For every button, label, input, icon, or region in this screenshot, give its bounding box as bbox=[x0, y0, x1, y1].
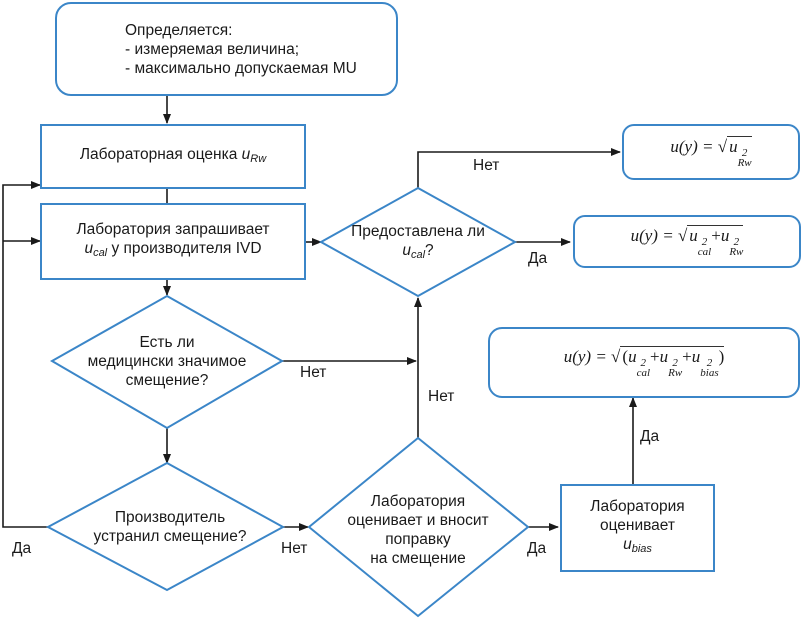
formula-2-sup-2: 2 bbox=[733, 236, 740, 248]
lab-estimate-sub: Rw bbox=[250, 152, 267, 165]
formula-1-lhs: u(y) = bbox=[670, 136, 714, 156]
formula-3-plus-1: + bbox=[650, 347, 660, 366]
formula-3-sub-3: bias bbox=[700, 367, 719, 379]
bias-line-1: Есть ли bbox=[139, 333, 195, 351]
bias-line-3: смещение? bbox=[125, 371, 209, 389]
correction-line-4: на смещение bbox=[370, 550, 466, 567]
lab-request-sub: cal bbox=[93, 247, 108, 259]
formula-2-sup-1: 2 bbox=[701, 236, 708, 248]
edge-manufacturer-yes bbox=[2, 181, 48, 528]
start-line-1: Определяется: bbox=[125, 21, 233, 39]
correction-line-1: Лаборатория bbox=[370, 493, 466, 510]
correction-line-2: оценивает и вносит bbox=[347, 512, 489, 529]
lab-estimate-box: Лабораторная оценка uRw bbox=[40, 124, 306, 189]
start-line-3: - максимально допускаемая MU bbox=[125, 59, 357, 77]
correction-line-3: поправку bbox=[385, 531, 451, 548]
label-manufacturer-no: Нет bbox=[281, 540, 308, 557]
formula-3-sup-1: 2 bbox=[640, 357, 647, 369]
label-correct-no: Нет bbox=[428, 388, 455, 405]
start-line-2: - измеряемая величина; bbox=[125, 40, 300, 58]
lab-bias-box: Лаборатория оценивает ubias bbox=[560, 484, 715, 572]
bias-decision: Есть ли медицински значимое смещение? bbox=[62, 328, 272, 394]
formula-2-plus: + bbox=[711, 226, 721, 245]
label-provided-no: Нет bbox=[473, 157, 500, 174]
manufacturer-line-1: Производитель bbox=[114, 509, 226, 526]
formula-2-sub-2: Rw bbox=[729, 246, 744, 258]
lab-bias-line-1: Лаборатория bbox=[590, 498, 685, 515]
provided-decision: Предоставлена ли ucal? bbox=[335, 220, 501, 266]
lab-estimate-text: Лабораторная оценка bbox=[79, 145, 238, 163]
decision-bias-shape bbox=[49, 294, 285, 430]
label-correct-yes: Да bbox=[527, 540, 547, 557]
formula-3-open: ( bbox=[622, 347, 629, 366]
provided-sub: cal bbox=[410, 248, 426, 261]
provided-suffix: ? bbox=[425, 241, 434, 259]
correction-decision: Лаборатория оценивает и вносит поправку … bbox=[330, 488, 506, 572]
lab-request-line-1: Лаборатория запрашивает bbox=[76, 221, 270, 238]
lab-request-line-2: у производителя IVD bbox=[111, 240, 262, 257]
lab-bias-sub: bias bbox=[631, 543, 652, 555]
formula-3-sub-2: Rw bbox=[668, 367, 683, 379]
lab-estimate-symbol: u bbox=[241, 145, 251, 163]
label-manufacturer-yes: Да bbox=[12, 540, 32, 557]
lab-bias-symbol: u bbox=[623, 536, 632, 553]
formula-1-sup: 2 bbox=[741, 146, 748, 159]
manufacturer-decision: Производитель устранил смещение? bbox=[70, 505, 270, 549]
formula-1-sub: Rw bbox=[737, 156, 752, 169]
label-provided-yes: Да bbox=[528, 250, 548, 267]
lab-request-symbol: u bbox=[84, 240, 94, 257]
formula-3-lhs: u(y) = bbox=[563, 347, 607, 366]
formula-2-lhs: u(y) = bbox=[630, 226, 674, 245]
provided-line-1: Предоставлена ли bbox=[351, 222, 485, 240]
manufacturer-line-2: устранил смещение? bbox=[93, 528, 247, 545]
decision-provided-shape bbox=[318, 186, 518, 298]
formula-2-sub-1: cal bbox=[697, 246, 712, 258]
formula-3-plus-2: + bbox=[682, 347, 692, 366]
label-labbias-yes: Да bbox=[640, 428, 660, 445]
bias-line-2: медицински значимое bbox=[87, 352, 247, 370]
edge-provided-no bbox=[417, 148, 621, 188]
formula-3-sup-2: 2 bbox=[672, 357, 678, 369]
lab-request-box: Лаборатория запрашивает ucal у производи… bbox=[40, 203, 306, 280]
formula-3-close: ) bbox=[718, 347, 725, 366]
decision-manufacturer-shape bbox=[45, 461, 286, 592]
formula-3-sub-1: cal bbox=[636, 367, 651, 379]
start-node: Определяется: - измеряемая величина; - м… bbox=[55, 2, 398, 96]
decision-correction-shape bbox=[307, 436, 530, 618]
provided-symbol: u bbox=[402, 241, 411, 259]
formula-3-sup-3: 2 bbox=[706, 357, 713, 369]
label-bias-no: Нет bbox=[300, 364, 327, 381]
lab-bias-line-2: оценивает bbox=[599, 517, 676, 534]
